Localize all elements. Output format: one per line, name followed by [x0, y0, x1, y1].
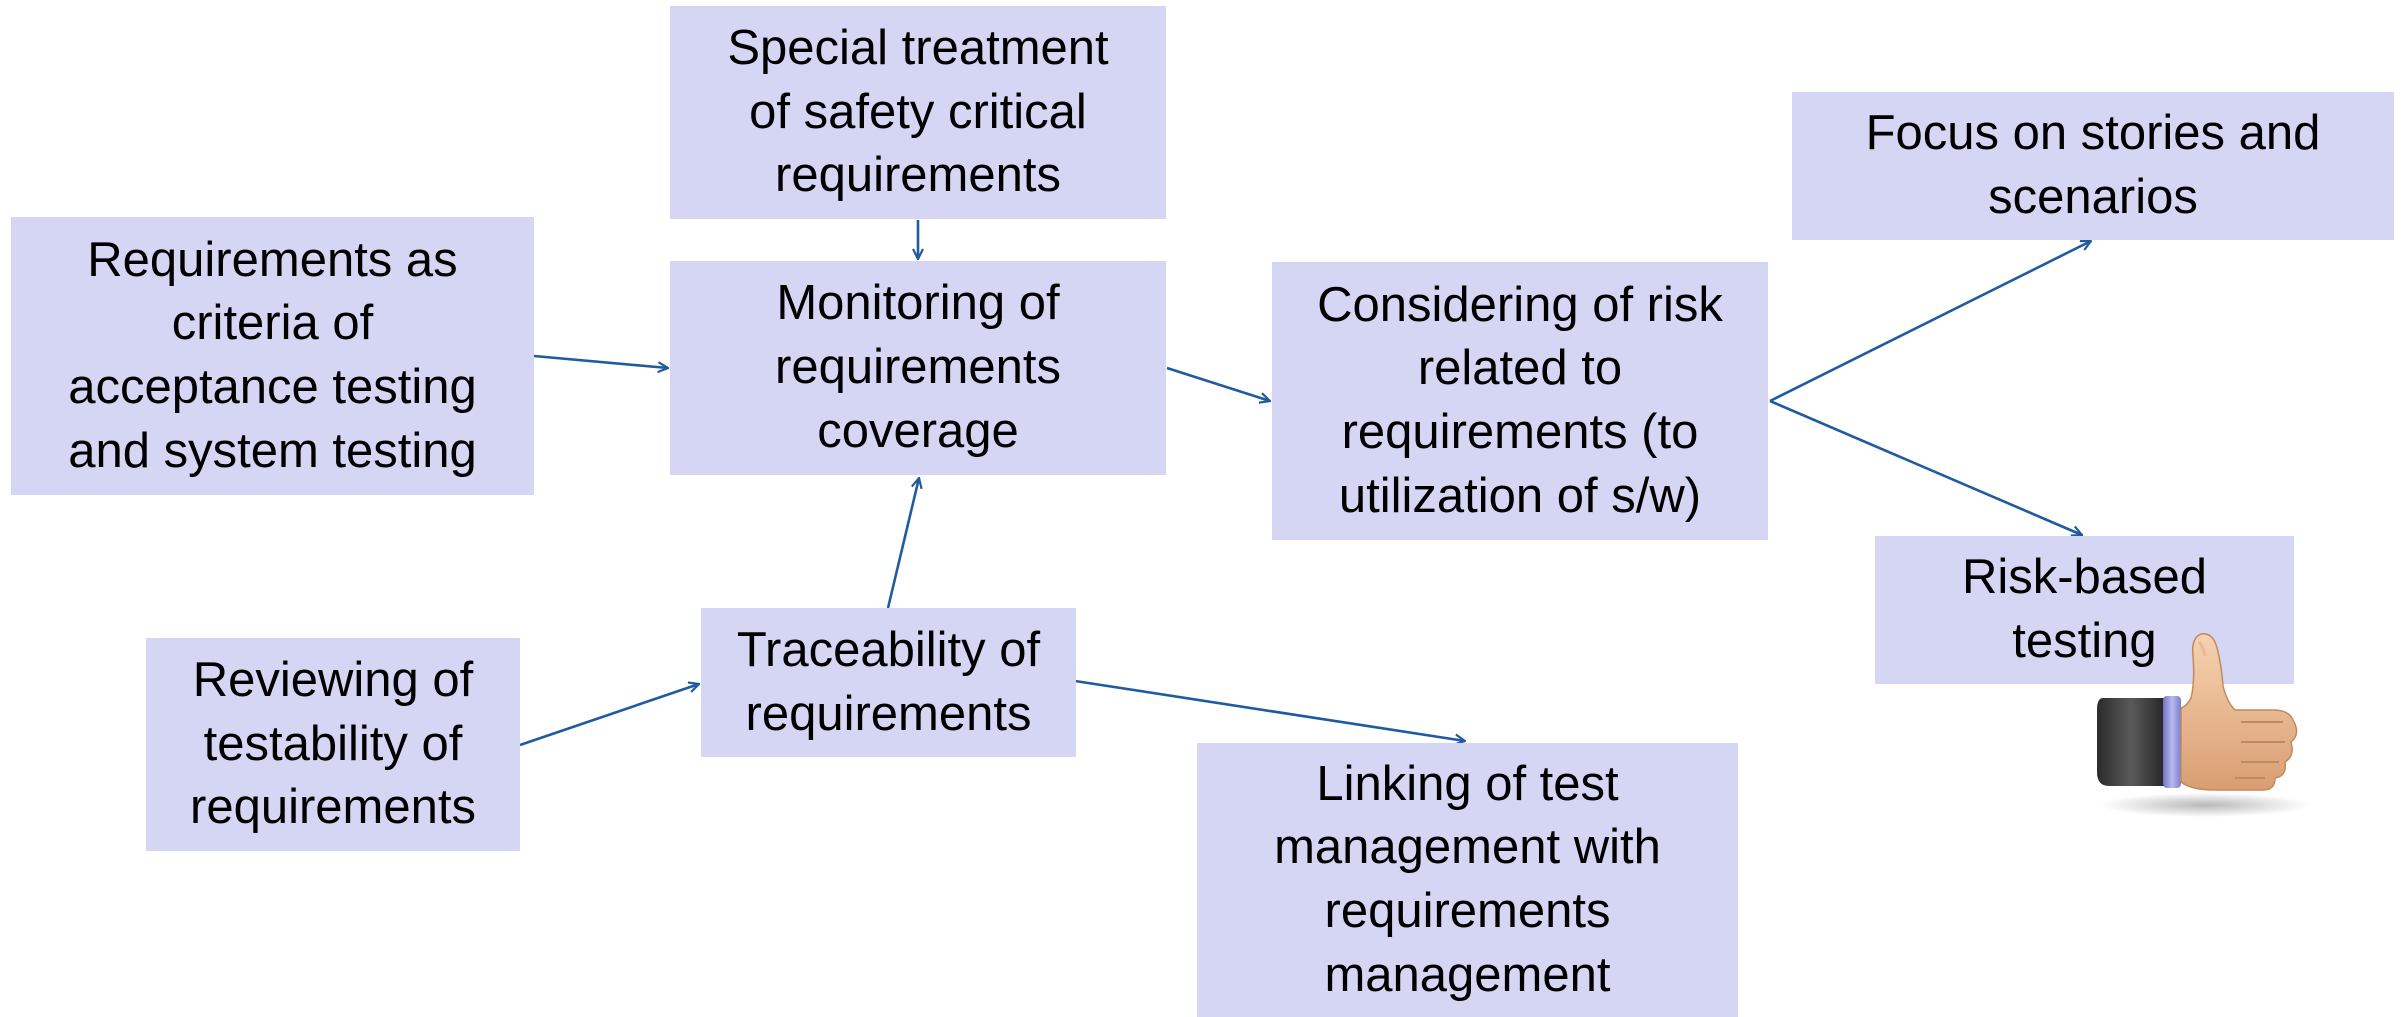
node-risk-based-testing-label: Risk-based testing	[1961, 550, 2208, 668]
arrow-monitoring-to-risk	[1166, 366, 1270, 401]
node-considering-risk-label: Considering of risk related to requireme…	[1317, 277, 1723, 523]
node-linking-test-management: Linking of test management with requirem…	[1197, 743, 1738, 1017]
node-monitoring-coverage: Monitoring of requirements coverage	[670, 261, 1166, 475]
node-special-treatment: Special treatment of safety critical req…	[670, 6, 1166, 219]
arrow-risk-to-stories	[1769, 239, 2091, 403]
node-reviewing-testability: Reviewing of testability of requirements	[146, 638, 520, 851]
node-requirements-criteria: Requirements as criteria of acceptance t…	[11, 217, 534, 495]
node-traceability-label: Traceability of requirements	[736, 622, 1041, 741]
arrow-risk-to-riskbased	[1769, 399, 2082, 535]
arrow-criteria-to-monitoring	[533, 354, 668, 368]
node-requirements-criteria-label: Requirements as criteria of acceptance t…	[68, 232, 477, 478]
arrow-traceability-to-monitoring	[886, 478, 919, 609]
arrow-traceability-to-linking	[1074, 679, 1465, 741]
node-risk-based-testing: Risk-based testing	[1875, 536, 2294, 684]
node-linking-test-management-label: Linking of test management with requirem…	[1274, 756, 1661, 1002]
node-reviewing-testability-label: Reviewing of testability of requirements	[190, 652, 476, 835]
node-special-treatment-label: Special treatment of safety critical req…	[727, 20, 1109, 203]
node-focus-stories-label: Focus on stories and scenarios	[1865, 106, 2321, 224]
node-monitoring-coverage-label: Monitoring of requirements coverage	[775, 276, 1061, 458]
node-considering-risk: Considering of risk related to requireme…	[1272, 262, 1768, 540]
node-focus-stories: Focus on stories and scenarios	[1792, 92, 2394, 240]
arrow-reviewing-to-traceability	[519, 684, 699, 747]
node-traceability: Traceability of requirements	[701, 608, 1076, 757]
thumbs-up-icon	[2097, 633, 2310, 817]
